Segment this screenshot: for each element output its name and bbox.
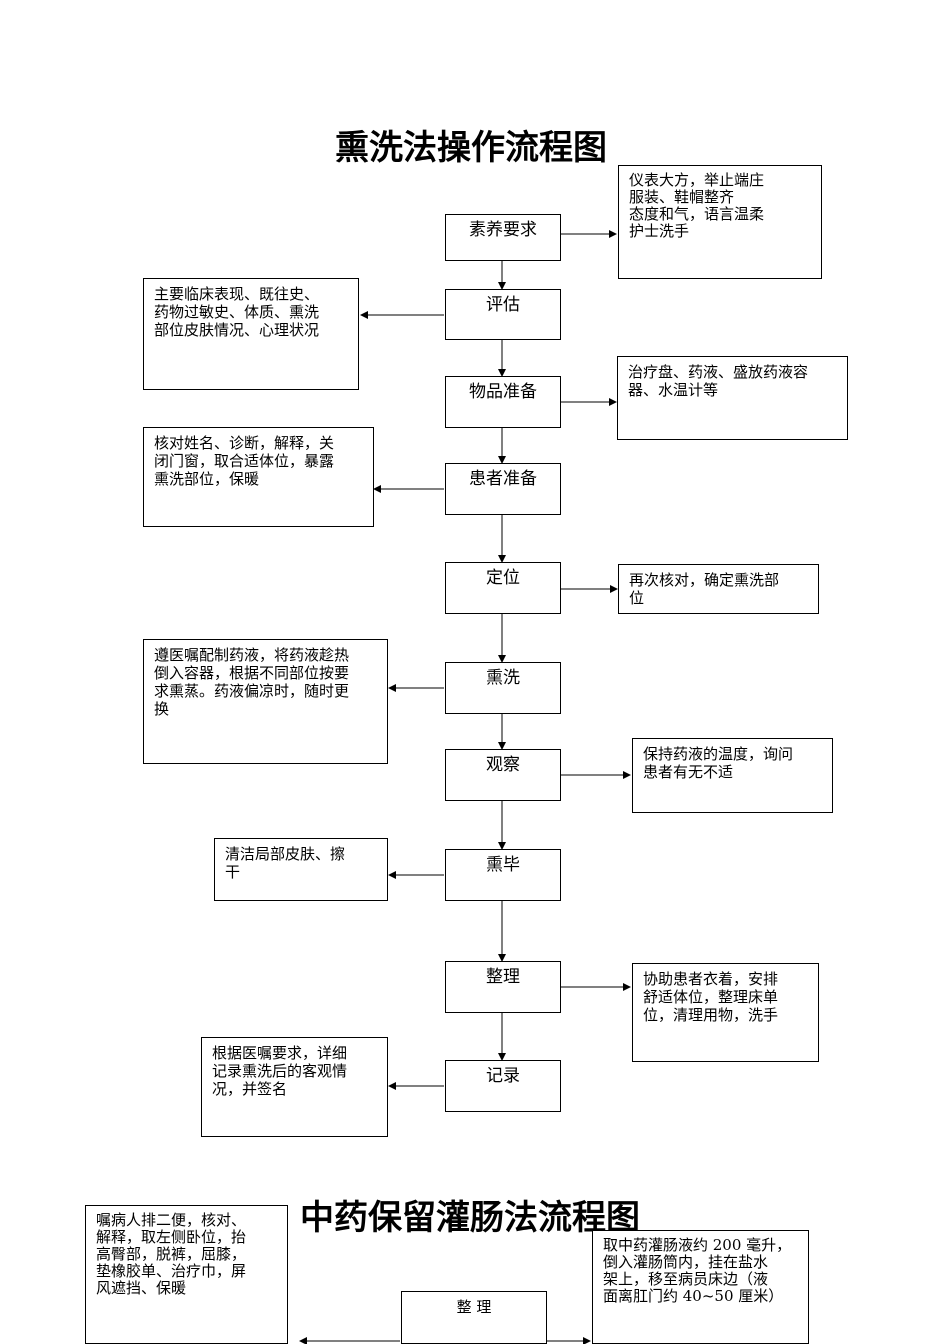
note-line: 干 — [225, 863, 241, 881]
note-enema-right: 取中药灌肠液约 200 毫升， 倒入灌肠筒内，挂在盐水 架上，移至病员床边（液 … — [592, 1230, 809, 1344]
note-line: 垫橡胶单、治疗巾，屏 — [96, 1262, 247, 1280]
note-line: 位，清理用物，洗手 — [643, 1006, 779, 1024]
note-line: 协助患者衣着，安排 — [643, 970, 779, 988]
note-line: 高臀部，脱裤，屈膝， — [96, 1245, 247, 1263]
note-wupin: 治疗盘、药液、盛放药液容 器、水温计等 — [617, 356, 848, 440]
note-line: 主要临床表现、既往史、 — [154, 285, 320, 303]
note-xunxi: 遵医嘱配制药液，将药液趁热 倒入容器，根据不同部位按要 求熏蒸。药液偏凉时，随时… — [143, 639, 388, 764]
note-line: 舒适体位，整理床单 — [643, 988, 779, 1006]
step-xunxi: 熏洗 — [445, 662, 561, 714]
note-pinggu: 主要临床表现、既往史、 药物过敏史、体质、熏洗 部位皮肤情况、心理状况 — [143, 278, 359, 390]
note-line: 面离肛门约 40~50 厘米） — [603, 1287, 784, 1305]
note-suyang: 仪表大方，举止端庄 服装、鞋帽整齐 态度和气，语言温柔 护士洗手 — [618, 165, 822, 279]
note-line: 护士洗手 — [629, 222, 690, 240]
note-line: 患者有无不适 — [643, 763, 734, 781]
step-pinggu: 评估 — [445, 289, 561, 340]
note-line: 保持药液的温度，询问 — [643, 745, 794, 763]
note-line: 态度和气，语言温柔 — [629, 205, 765, 223]
note-huanzhe: 核对姓名、诊断，解释，关 闭门窗，取合适体位，暴露 熏洗部位，保暖 — [143, 427, 374, 527]
note-line: 清洁局部皮肤、擦 — [225, 845, 346, 863]
note-line: 架上，移至病员床边（液 — [603, 1270, 769, 1288]
diagram-title: 熏洗法操作流程图 — [335, 128, 607, 168]
note-line: 风遮挡、保暖 — [96, 1279, 187, 1297]
diagram2-title: 中药保留灌肠法流程图 — [300, 1198, 640, 1238]
note-line: 熏洗部位，保暖 — [154, 470, 260, 488]
note-line: 倒入容器，根据不同部位按要 — [154, 664, 350, 682]
note-line: 记录熏洗后的客观情 — [212, 1062, 348, 1080]
note-line: 再次核对，确定熏洗部 — [629, 571, 780, 589]
note-line: 闭门窗，取合适体位，暴露 — [154, 452, 335, 470]
note-enema-left: 嘱病人排二便，核对、 解释，取左侧卧位，抬 高臀部，脱裤，屈膝， 垫橡胶单、治疗… — [85, 1205, 288, 1344]
note-guancha: 保持药液的温度，询问 患者有无不适 — [632, 738, 833, 813]
step-enema-zhengli: 整 理 — [401, 1291, 547, 1344]
step-zhengli: 整理 — [445, 961, 561, 1013]
note-line: 倒入灌肠筒内，挂在盐水 — [603, 1253, 769, 1271]
note-line: 换 — [154, 700, 170, 718]
note-line: 部位皮肤情况、心理状况 — [154, 321, 320, 339]
note-line: 核对姓名、诊断，解释，关 — [154, 434, 335, 452]
note-dingwei: 再次核对，确定熏洗部 位 — [618, 564, 819, 614]
note-jilu: 根据医嘱要求，详细 记录熏洗后的客观情 况，并签名 — [201, 1037, 388, 1137]
note-line: 仪表大方，举止端庄 — [629, 171, 765, 189]
step-wupin: 物品准备 — [445, 376, 561, 428]
step-huanzhe: 患者准备 — [445, 463, 561, 515]
step-dingwei: 定位 — [445, 562, 561, 614]
step-suyang: 素养要求 — [445, 214, 561, 261]
note-line: 解释，取左侧卧位，抬 — [96, 1228, 247, 1246]
note-line: 药物过敏史、体质、熏洗 — [154, 303, 320, 321]
step-guancha: 观察 — [445, 749, 561, 801]
note-line: 况，并签名 — [212, 1080, 288, 1098]
note-line: 根据医嘱要求，详细 — [212, 1044, 348, 1062]
note-xunbi: 清洁局部皮肤、擦 干 — [214, 838, 388, 901]
note-line: 服装、鞋帽整齐 — [629, 188, 735, 206]
note-line: 位 — [629, 589, 645, 607]
note-line: 器、水温计等 — [628, 381, 719, 399]
note-line: 取中药灌肠液约 200 毫升， — [603, 1236, 792, 1254]
note-zhengli: 协助患者衣着，安排 舒适体位，整理床单 位，清理用物，洗手 — [632, 963, 819, 1062]
note-line: 遵医嘱配制药液，将药液趁热 — [154, 646, 350, 664]
step-jilu: 记录 — [445, 1060, 561, 1112]
note-line: 嘱病人排二便，核对、 — [96, 1211, 247, 1229]
note-line: 治疗盘、药液、盛放药液容 — [628, 363, 809, 381]
step-xunbi: 熏毕 — [445, 849, 561, 901]
note-line: 求熏蒸。药液偏凉时，随时更 — [154, 682, 350, 700]
